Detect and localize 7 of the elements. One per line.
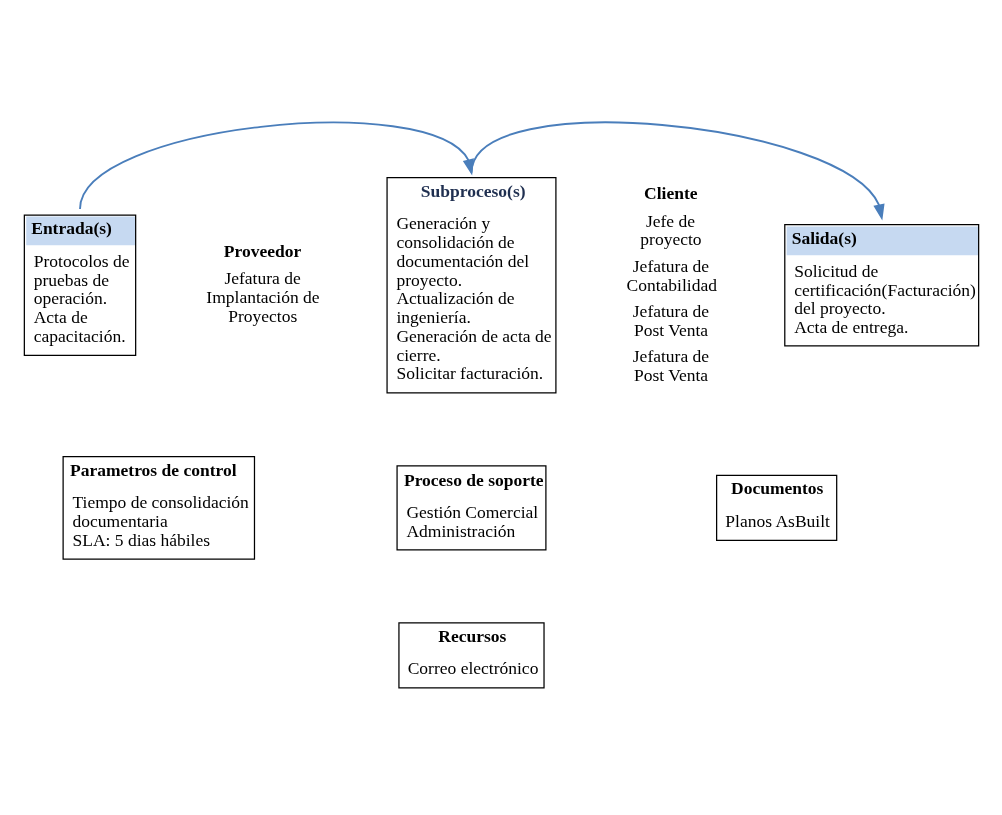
label: Cliente bbox=[643, 183, 698, 204]
label: Jefe de proyecto bbox=[639, 210, 702, 250]
label: Jefatura de Implantación de Proyectos bbox=[205, 268, 320, 326]
label: Proveedor bbox=[223, 240, 301, 261]
label: Jefatura de Post Venta bbox=[632, 300, 709, 340]
label: Jefatura de Contabilidad bbox=[626, 255, 717, 295]
label: Jefatura de Post Venta bbox=[632, 345, 709, 385]
